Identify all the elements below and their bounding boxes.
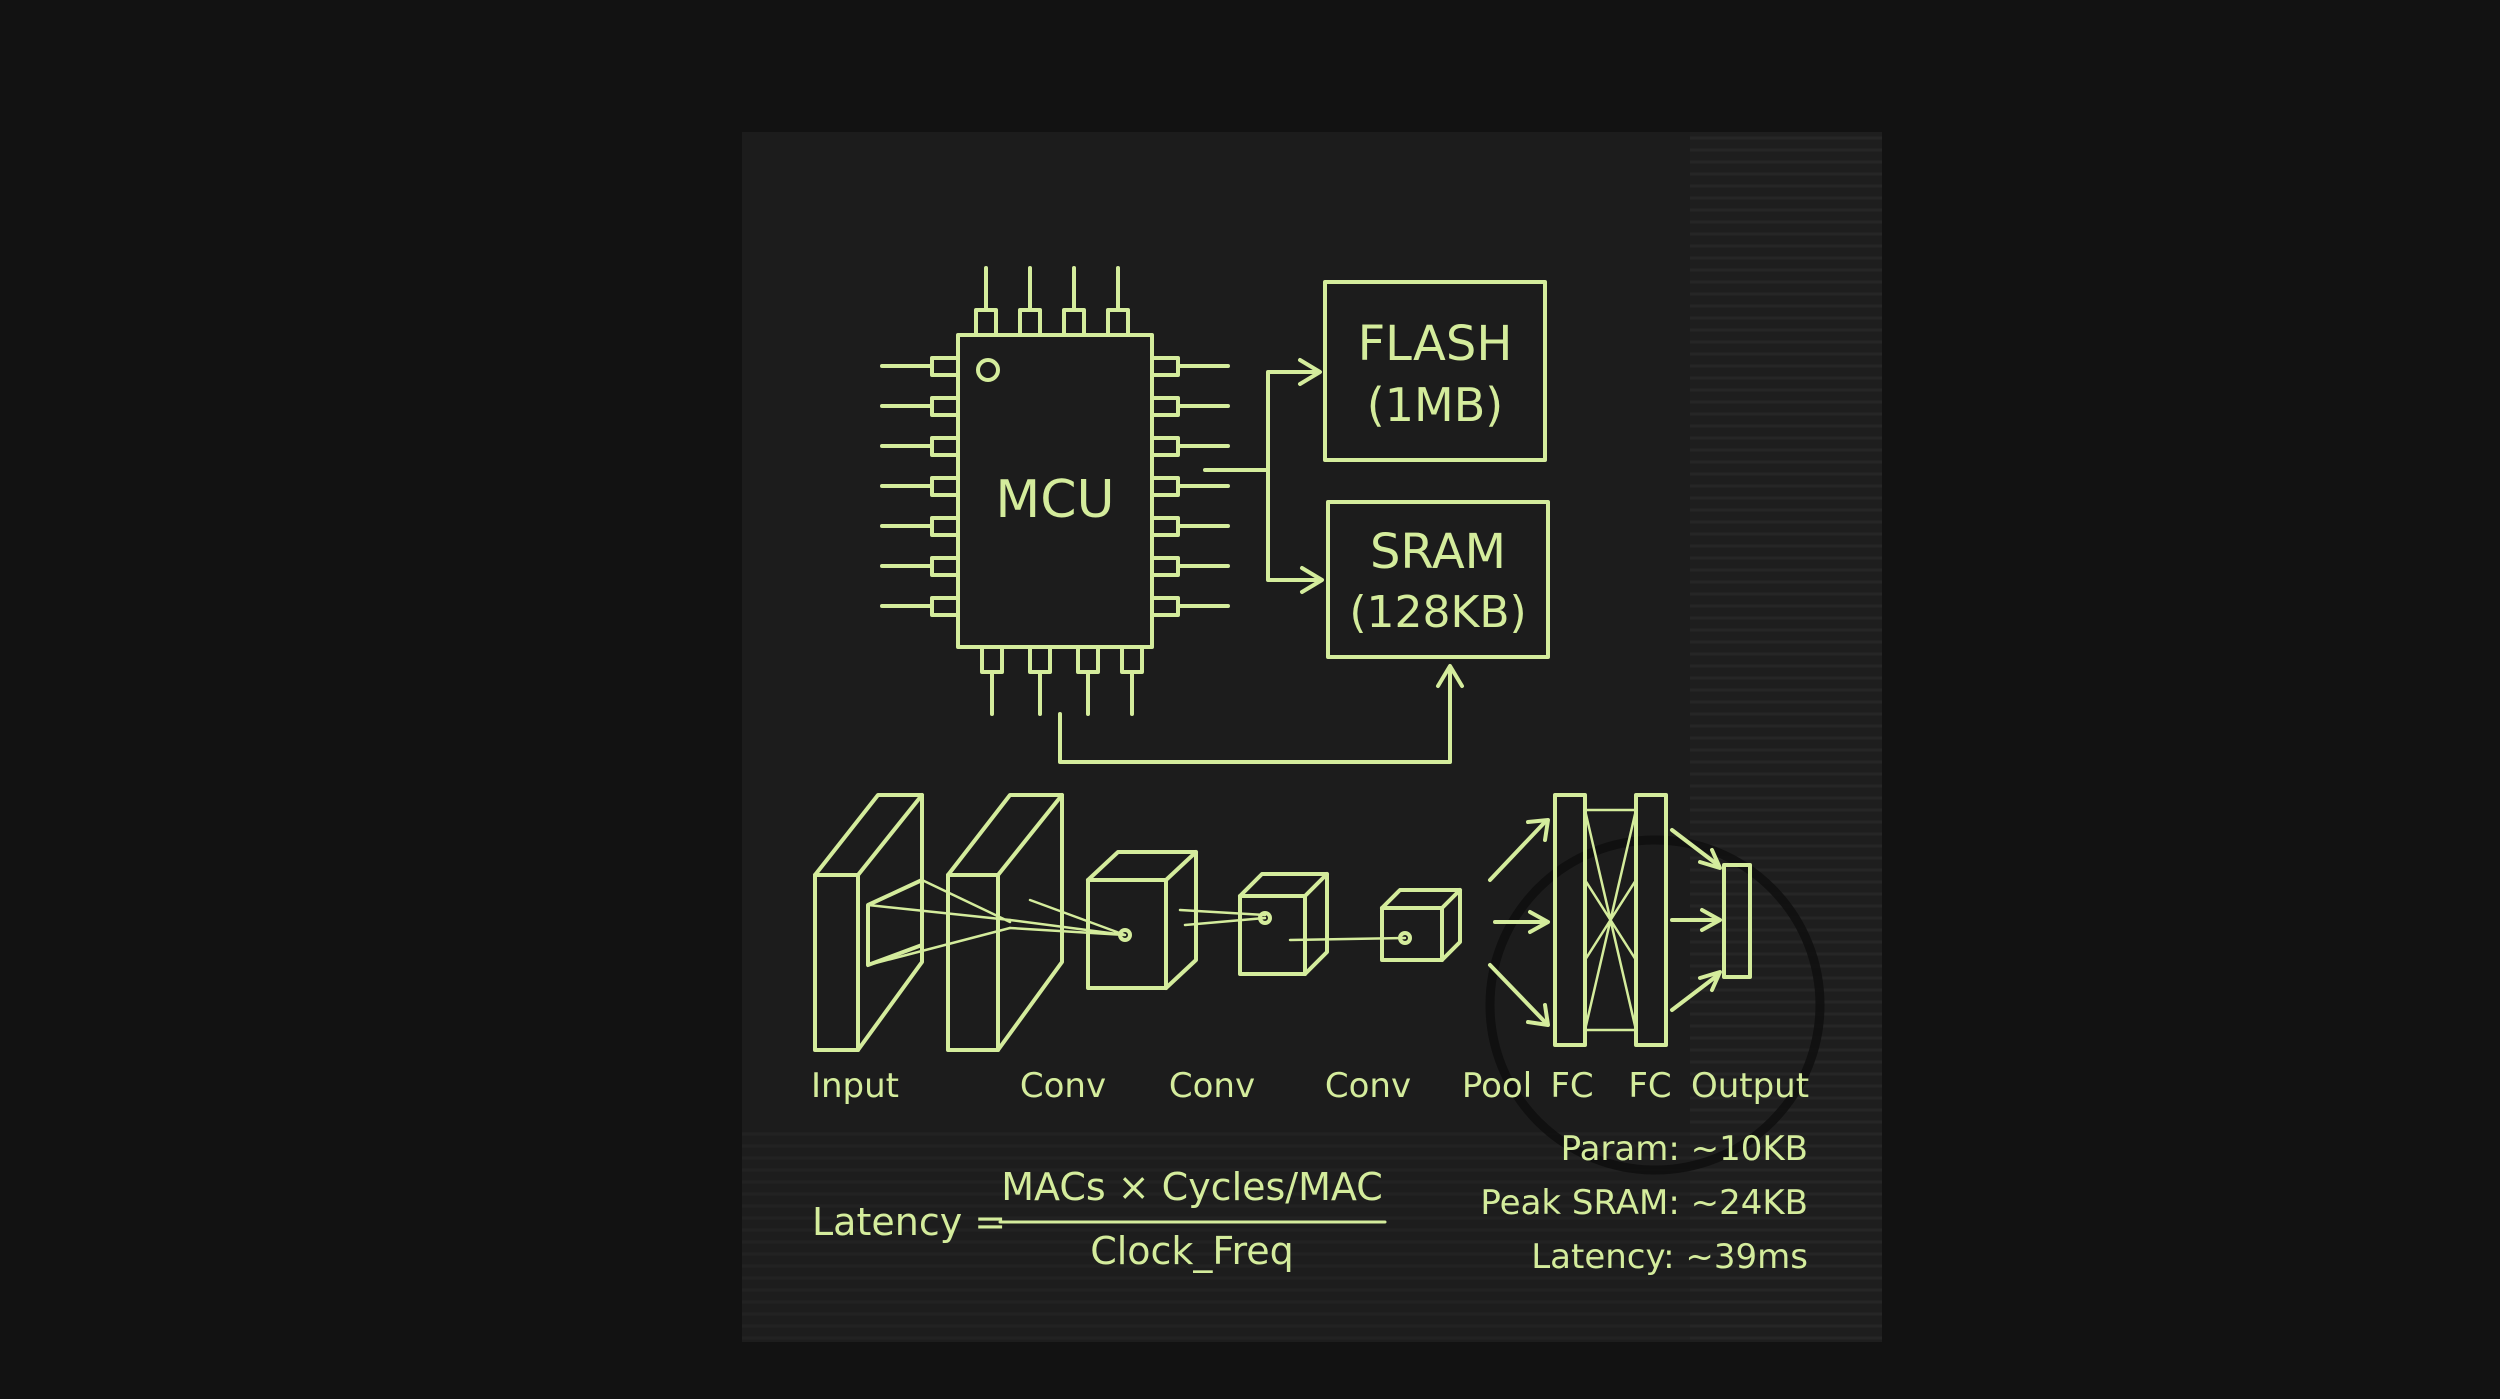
stat-params: Param: ~10KB — [1561, 1129, 1808, 1169]
mcu-label: MCU — [995, 470, 1114, 530]
sram-label-line1: SRAM — [1370, 524, 1506, 580]
bus-arrows — [1058, 358, 1464, 764]
layer-label-conv-3: Conv — [1325, 1066, 1411, 1106]
arrow-mcu-to-flash — [1203, 370, 1320, 472]
fc2-layer — [1634, 793, 1668, 1047]
layer-label-fc-2: FC — [1628, 1066, 1671, 1106]
conv4-block — [1380, 888, 1462, 962]
arrow-mcu-to-sram — [1266, 468, 1322, 582]
stat-peak-sram: Peak SRAM: ~24KB — [1480, 1183, 1808, 1223]
sram-box: SRAM (128KB) — [1326, 500, 1550, 659]
layer-label-output: Output — [1691, 1066, 1809, 1106]
coffee-ring-stain — [1485, 835, 1825, 1175]
layer-label-pool: Pool — [1462, 1066, 1532, 1106]
mcu-pins-top — [974, 266, 1130, 337]
output-layer — [1722, 863, 1752, 979]
projection-lines — [866, 878, 1407, 967]
model-stats: Param: ~10KB Peak SRAM: ~24KB Latency: ~… — [1480, 1129, 1808, 1277]
mcu-pin1-marker — [976, 358, 1000, 382]
conv3-block — [1238, 872, 1329, 976]
layer-label-conv-1: Conv — [1020, 1066, 1106, 1106]
formula-numerator: MACs × Cycles/MAC — [1001, 1165, 1383, 1209]
neural-network: Input Conv Conv Conv Pool FC FC Output — [811, 793, 1809, 1106]
mcu-pins-bottom — [980, 645, 1144, 716]
fc-connections — [1583, 808, 1638, 1032]
flash-label-line2: (1MB) — [1367, 378, 1503, 432]
flash-box: FLASH (1MB) — [1323, 280, 1547, 462]
flash-label-line1: FLASH — [1358, 316, 1513, 372]
formula-lhs: Latency = — [812, 1200, 1006, 1244]
mcu-chip: MCU — [880, 266, 1230, 716]
latency-formula: Latency = MACs × Cycles/MAC Clock_Freq — [812, 1165, 1387, 1273]
stat-latency: Latency: ~39ms — [1531, 1237, 1808, 1277]
pool-arrows — [1488, 818, 1550, 1027]
arrow-mcu-bottom-to-sram — [1058, 668, 1452, 764]
layer-label-fc-1: FC — [1550, 1066, 1593, 1106]
mcu-pins-right — [1150, 356, 1230, 617]
conv1-layer — [946, 793, 1064, 1052]
layer-label-input: Input — [811, 1066, 899, 1106]
formula-denominator: Clock_Freq — [1090, 1229, 1294, 1273]
napkin — [742, 132, 1882, 1342]
fc1-layer — [1553, 793, 1587, 1047]
sram-label-line2: (128KB) — [1349, 587, 1526, 638]
input-layer — [813, 793, 924, 1052]
chalk-drawing: MCU FLASH (1MB) SRAM (128KB) — [811, 266, 1809, 1277]
conv2-block — [1086, 850, 1198, 990]
layer-label-conv-2: Conv — [1169, 1066, 1255, 1106]
mcu-pins-left — [880, 356, 960, 617]
output-arrows — [1670, 828, 1722, 1012]
